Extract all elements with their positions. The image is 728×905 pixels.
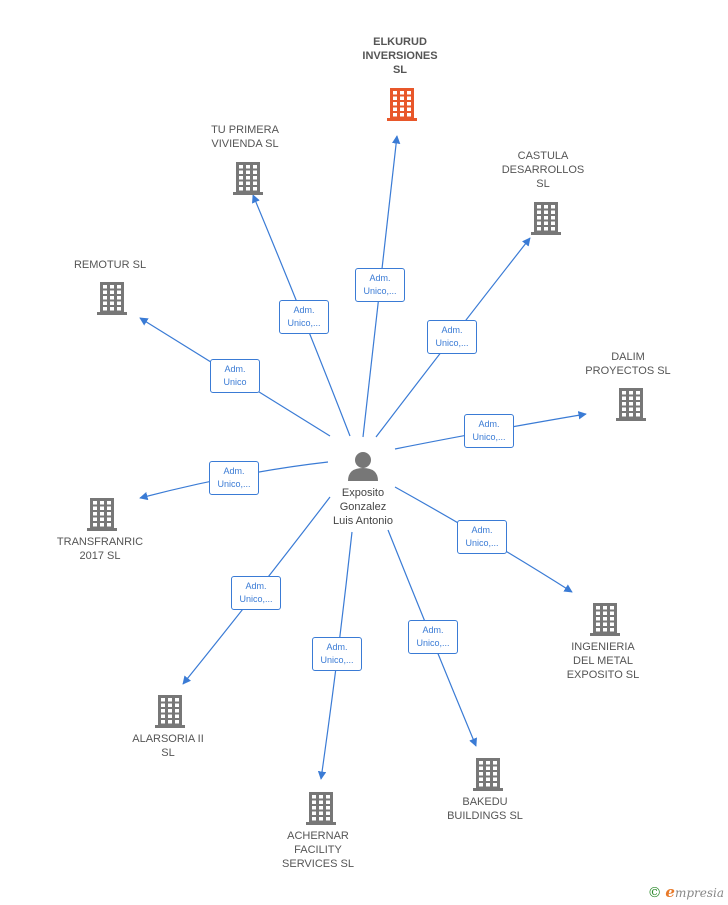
edge-label-elkurud[interactable]: Adm. Unico,... — [355, 268, 405, 302]
building-icon — [616, 388, 646, 421]
company-node-dalim[interactable] — [616, 386, 646, 427]
brand-logo: © empresia — [647, 883, 724, 901]
edge-label-ingenieria[interactable]: Adm. Unico,... — [457, 520, 507, 554]
edge-label-castula[interactable]: Adm. Unico,... — [427, 320, 477, 354]
edge-label-bakedu[interactable]: Adm. Unico,... — [408, 620, 458, 654]
building-icon — [531, 202, 561, 235]
building-icon — [97, 282, 127, 315]
company-label-alarsoria[interactable]: ALARSORIA II SL — [132, 733, 204, 759]
company-node-elkurud[interactable] — [387, 86, 417, 127]
edge-label-transfranric[interactable]: Adm. Unico,... — [209, 461, 259, 495]
building-icon — [590, 603, 620, 636]
edge-label-achernar[interactable]: Adm. Unico,... — [312, 637, 362, 671]
person-icon — [348, 452, 378, 481]
company-label-bakedu[interactable]: BAKEDU BUILDINGS SL — [447, 796, 523, 822]
company-node-transfranric[interactable] — [87, 496, 117, 537]
edge-label-dalim[interactable]: Adm. Unico,... — [464, 414, 514, 448]
company-node-achernar[interactable] — [306, 790, 336, 831]
company-node-ingenieria[interactable] — [590, 601, 620, 642]
edge-label-tu-primera[interactable]: Adm. Unico,... — [279, 300, 329, 334]
company-label-tu-primera[interactable]: TU PRIMERA VIVIENDA SL — [211, 124, 279, 150]
building-icon — [87, 498, 117, 531]
building-icon — [306, 792, 336, 825]
company-label-transfranric[interactable]: TRANSFRANRIC 2017 SL — [56, 536, 144, 562]
company-label-castula[interactable]: CASTULA DESARROLLOS SL — [501, 150, 585, 190]
company-node-bakedu[interactable] — [473, 756, 503, 797]
company-node-remotur[interactable] — [97, 280, 127, 321]
company-label-dalim[interactable]: DALIM PROYECTOS SL — [585, 351, 671, 377]
company-node-castula[interactable] — [531, 200, 561, 241]
building-icon — [233, 162, 263, 195]
company-label-remotur[interactable]: REMOTUR SL — [73, 259, 147, 271]
building-icon — [473, 758, 503, 791]
company-label-elkurud[interactable]: ELKURUD INVERSIONES SL — [362, 36, 438, 76]
company-node-alarsoria[interactable] — [155, 693, 185, 734]
building-icon — [155, 695, 185, 728]
building-icon — [387, 88, 417, 121]
company-label-achernar[interactable]: ACHERNAR FACILITY SERVICES SL — [282, 830, 354, 870]
company-node-tu-primera[interactable] — [233, 160, 263, 201]
edge-label-remotur[interactable]: Adm. Unico — [210, 359, 260, 393]
company-label-ingenieria[interactable]: INGENIERIA DEL METAL EXPOSITO SL — [566, 641, 640, 681]
edge-label-alarsoria[interactable]: Adm. Unico,... — [231, 576, 281, 610]
person-node[interactable] — [345, 450, 381, 482]
person-name[interactable]: Exposito Gonzalez Luis Antonio — [333, 487, 393, 527]
